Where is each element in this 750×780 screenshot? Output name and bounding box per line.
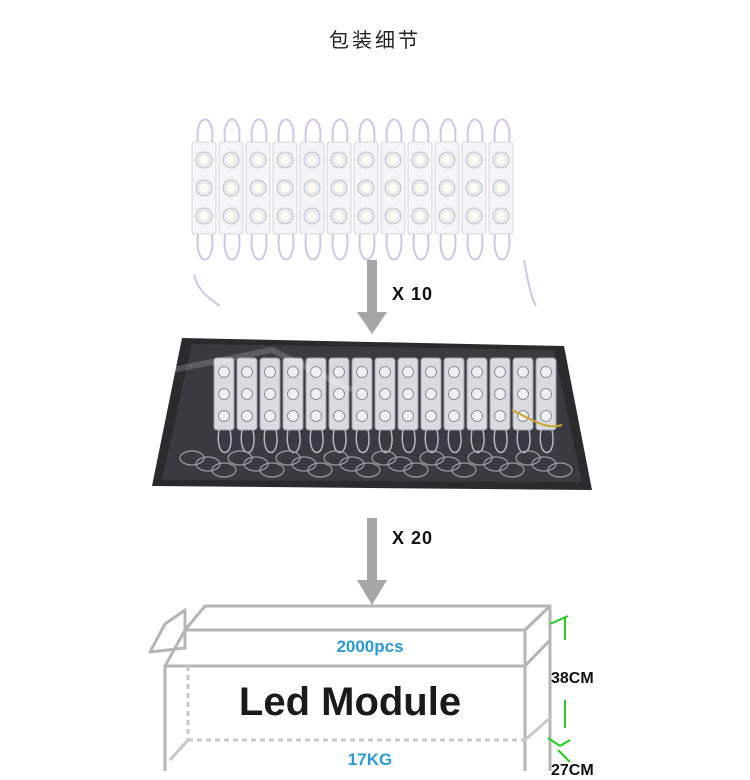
bagged-modules-image bbox=[152, 330, 597, 499]
box-product-label: Led Module bbox=[238, 680, 462, 724]
multiplier-label-10: X 10 bbox=[392, 284, 434, 304]
multiplier-label-20: X 20 bbox=[392, 528, 434, 548]
box-quantity-label: 2000pcs bbox=[336, 637, 404, 656]
page-title: 包装细节 bbox=[329, 28, 421, 52]
box-depth-label: 27CM bbox=[551, 762, 594, 779]
down-arrow-icon bbox=[357, 260, 387, 339]
box-height-label: 38CM bbox=[551, 670, 594, 687]
box-weight-label: 17KG bbox=[347, 750, 393, 769]
carton-box-illustration bbox=[140, 600, 620, 775]
led-module-strip-image bbox=[188, 110, 538, 314]
down-arrow-icon bbox=[357, 518, 387, 610]
